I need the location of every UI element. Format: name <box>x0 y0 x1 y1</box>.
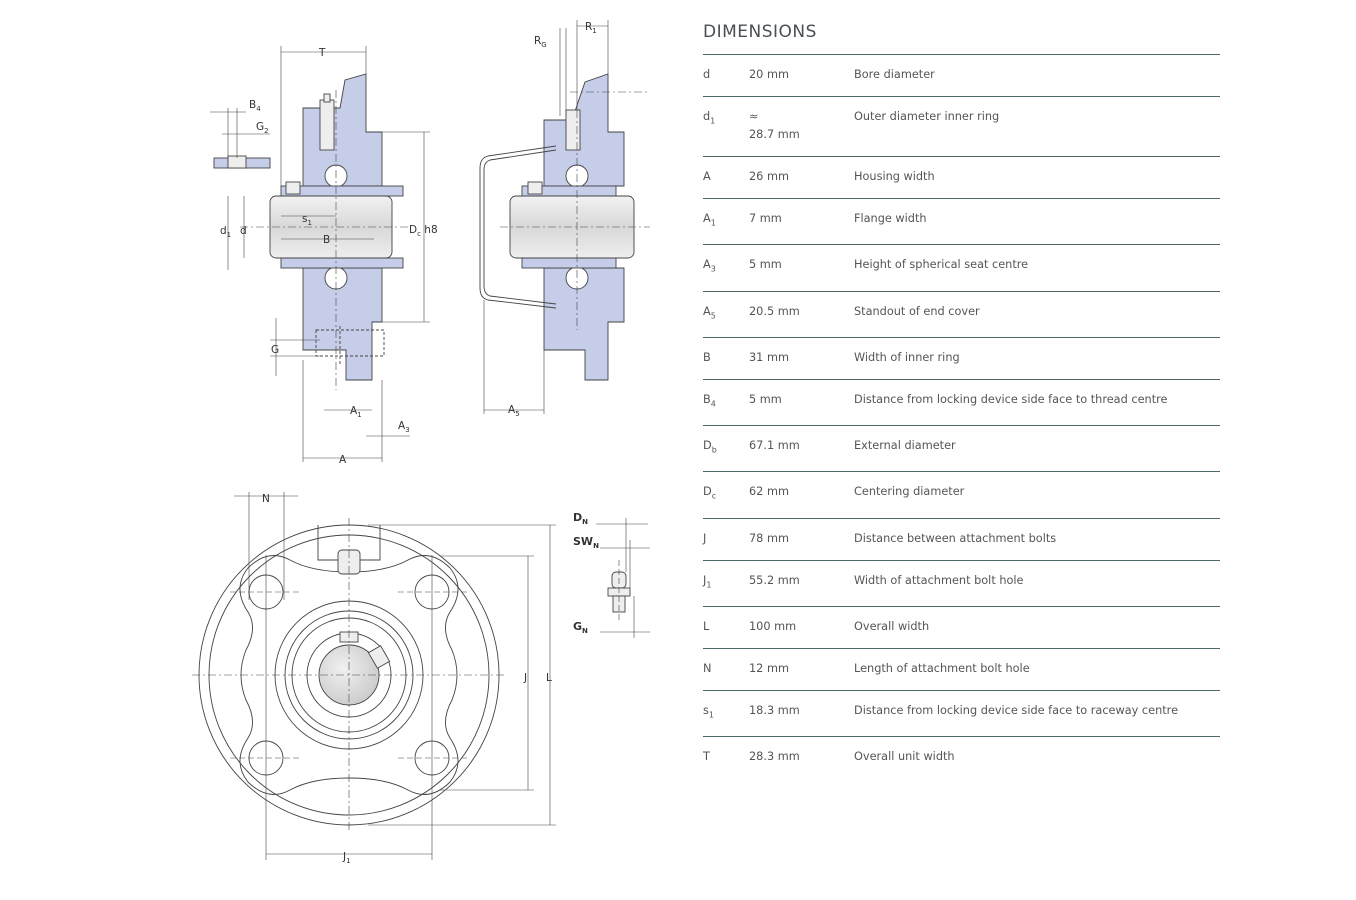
dimension-symbol: A <box>703 170 711 183</box>
grease-nipple-detail <box>596 518 650 638</box>
label-G2: G2 <box>256 121 269 135</box>
label-A5: A5 <box>508 404 520 418</box>
label-Dc-h8: Dc h8 <box>409 224 438 238</box>
dimension-value: 28.3 mm <box>749 750 800 763</box>
side-section-view <box>210 46 430 462</box>
dimension-description: Centering diameter <box>854 485 965 499</box>
label-J: J <box>523 672 527 684</box>
label-DN: DN <box>573 511 588 526</box>
dimension-description: Width of inner ring <box>854 350 960 364</box>
dimension-description: Distance from locking device side face t… <box>854 392 1168 406</box>
dimension-value: 20.5 mm <box>749 304 800 318</box>
label-B: B <box>323 234 330 246</box>
front-view <box>192 492 556 860</box>
dimensions-panel: DIMENSIONS d 20 mm Bore diameter d1 ≈28.7 mm… <box>703 22 1220 778</box>
label-A3: A3 <box>398 420 410 434</box>
dimension-value: 67.1 mm <box>749 439 800 452</box>
label-RG: RG <box>534 35 547 49</box>
dimension-symbol: A5 <box>703 304 716 320</box>
dimension-symbol: B4 <box>703 392 716 408</box>
label-s1: s1 <box>302 213 312 227</box>
dimension-symbol: d <box>703 68 711 81</box>
label-N: N <box>262 493 270 505</box>
dimension-symbol: B <box>703 350 711 364</box>
dimension-value: 5 mm <box>749 258 782 272</box>
label-R1: R1 <box>585 21 597 35</box>
dimension-description: Height of spherical seat centre <box>854 258 1029 272</box>
cover-section-view <box>479 20 650 414</box>
dimension-value: 62 mm <box>749 485 789 499</box>
cover-section-labels: RG R1 A5 <box>508 21 597 418</box>
technical-drawing: T B4 G2 d1 d s1 B Dc h8 G A1 A3 A <box>192 20 650 865</box>
dimension-description: Distance from locking device side face t… <box>854 703 1179 717</box>
dimension-value: 78 mm <box>749 531 789 545</box>
dimension-row: Db 67.1 mm External diameter <box>703 425 1220 471</box>
dimension-row: A 26 mm Housing width <box>703 156 1220 198</box>
dimension-description: Housing width <box>854 170 935 183</box>
dimension-symbol: N <box>703 661 712 675</box>
dimension-description: Length of attachment bolt hole <box>854 661 1030 675</box>
dimension-value: 20 mm <box>749 68 789 81</box>
dimension-description: Standout of end cover <box>854 304 980 318</box>
dimension-value: 5 mm <box>749 392 782 406</box>
dimension-value: 100 mm <box>749 619 797 633</box>
dimension-description: Flange width <box>854 212 927 225</box>
dimension-value: ≈28.7 mm <box>749 110 800 141</box>
label-L: L <box>546 672 552 684</box>
dimension-symbol: J <box>703 531 707 545</box>
dimension-row: N 12 mm Length of attachment bolt hole <box>703 647 1220 690</box>
dimension-row: J 78 mm Distance between attachment bolts <box>703 517 1220 560</box>
side-section-labels: T B4 G2 d1 d s1 B Dc h8 G A1 A3 A <box>220 47 438 466</box>
label-SWN: SWN <box>573 535 599 550</box>
label-B4: B4 <box>249 99 261 113</box>
dimension-value: 26 mm <box>749 170 789 183</box>
dimension-row: s1 18.3 mm Distance from locking device si… <box>703 689 1220 736</box>
dimension-row: A5 20.5 mm Standout of end cover <box>703 290 1220 337</box>
dimension-row: A1 7 mm Flange width <box>703 198 1220 244</box>
dimension-description: Distance between attachment bolts <box>854 531 1057 545</box>
label-J1: J1 <box>342 851 351 865</box>
label-A: A <box>339 454 347 466</box>
dimension-row: Dc 62 mm Centering diameter <box>703 471 1220 517</box>
label-A1: A1 <box>350 405 362 419</box>
dimension-description: Bore diameter <box>854 68 935 81</box>
dimension-description: Overall unit width <box>854 750 955 763</box>
dimension-symbol: s1 <box>703 703 714 719</box>
dimension-symbol: A1 <box>703 212 716 228</box>
dimension-description: Width of attachment bolt hole <box>854 573 1024 587</box>
dimension-row: T 28.3 mm Overall unit width <box>703 736 1220 778</box>
dimension-symbol: T <box>703 750 710 763</box>
dimensions-table: d 20 mm Bore diameter d1 ≈28.7 mm Outer diame… <box>703 54 1220 778</box>
dimension-description: Outer diameter inner ring <box>854 110 1000 123</box>
dimension-value: 18.3 mm <box>749 703 800 717</box>
label-G: G <box>271 344 279 356</box>
dimension-row: A3 5 mm Height of spherical seat centre <box>703 244 1220 290</box>
dimension-symbol: d1 <box>703 110 716 126</box>
label-GN: GN <box>573 620 588 635</box>
dimension-symbol: Dc <box>703 485 717 501</box>
grease-nipple-labels: DN SWN GN <box>573 511 599 635</box>
dimension-symbol: Db <box>703 439 717 455</box>
dimension-symbol: J1 <box>703 573 712 589</box>
dimension-symbol: L <box>703 619 710 633</box>
dimension-row: B 31 mm Width of inner ring <box>703 336 1220 379</box>
dimension-value: 55.2 mm <box>749 573 800 587</box>
dimensions-title: DIMENSIONS <box>703 22 817 42</box>
dimension-row: d 20 mm Bore diameter <box>703 54 1220 96</box>
label-T: T <box>318 47 326 59</box>
dimension-description: External diameter <box>854 439 956 452</box>
dimension-description: Overall width <box>854 619 930 633</box>
dimension-value: 31 mm <box>749 350 789 364</box>
dimension-row: J1 55.2 mm Width of attachment bolt hole <box>703 559 1220 606</box>
label-d1: d1 <box>220 225 231 239</box>
dimension-row: L 100 mm Overall width <box>703 605 1220 648</box>
dimension-value: 12 mm <box>749 661 789 675</box>
dimension-row: B4 5 mm Distance from locking device side … <box>703 378 1220 425</box>
dimension-value: 7 mm <box>749 212 782 225</box>
dimension-symbol: A3 <box>703 258 716 274</box>
front-view-labels: N J L J1 <box>262 493 552 865</box>
label-d: d <box>240 225 247 237</box>
dimension-row: d1 ≈28.7 mm Outer diameter inner ring <box>703 96 1220 156</box>
